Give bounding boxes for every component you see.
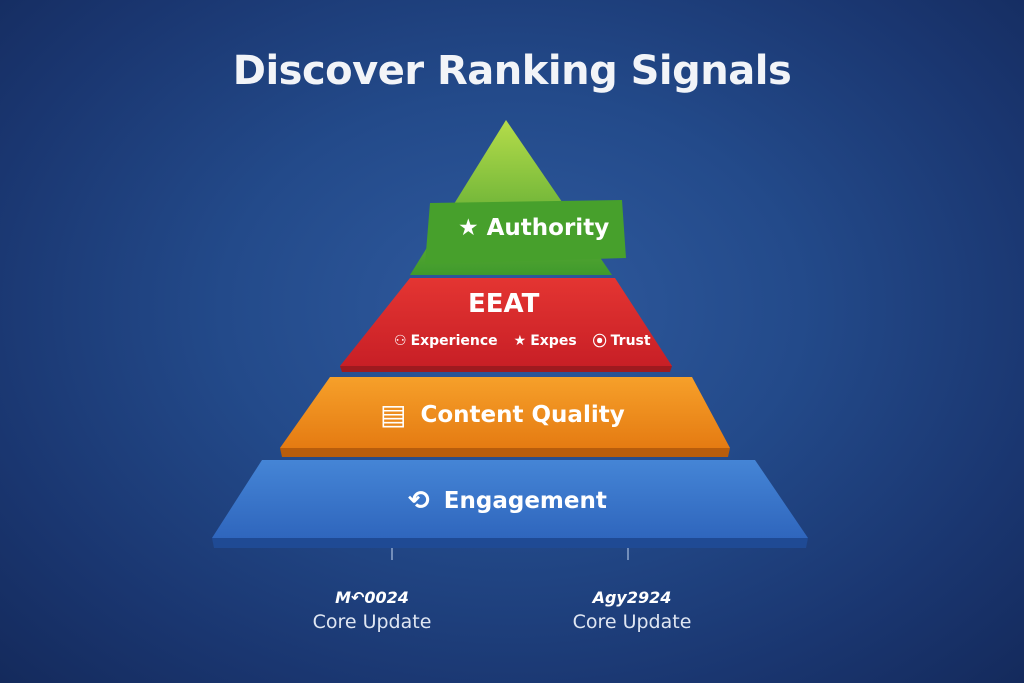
timeline-marker: M↶0024 Core Update	[312, 588, 432, 633]
refresh-arrows-icon: ⟲	[408, 486, 430, 516]
page-title: Discover Ranking Signals	[232, 48, 792, 94]
eeat-label: EEAT	[468, 289, 540, 319]
star-icon: ★	[458, 215, 479, 241]
authority-banner	[425, 200, 626, 264]
document-icon: ▤	[380, 398, 407, 431]
eeat-item: ⚇Experience	[394, 333, 498, 349]
eeat-items: ⚇Experience ★Expes ⦿Trust	[394, 331, 651, 351]
engagement-tier	[212, 460, 808, 538]
content-quality-label: ▤ Content Quality	[380, 398, 625, 431]
eeat-item: ★Expes	[513, 333, 577, 349]
engagement-label: ⟲ Engagement	[408, 486, 607, 516]
eeat-item: ⦿Trust	[592, 333, 651, 350]
content-quality-tier-edge	[280, 448, 730, 457]
eeat-tier	[340, 278, 672, 366]
people-icon: ⚇	[394, 333, 407, 349]
location-pin-icon: ⦿	[592, 334, 607, 350]
content-quality-tier	[280, 377, 730, 448]
eeat-tier-edge	[340, 366, 672, 372]
star-icon: ★	[513, 333, 527, 349]
engagement-tier-edge	[212, 538, 808, 548]
authority-label: ★ Authority	[458, 215, 610, 241]
timeline-marker: Agy2924 Core Update	[572, 588, 692, 633]
